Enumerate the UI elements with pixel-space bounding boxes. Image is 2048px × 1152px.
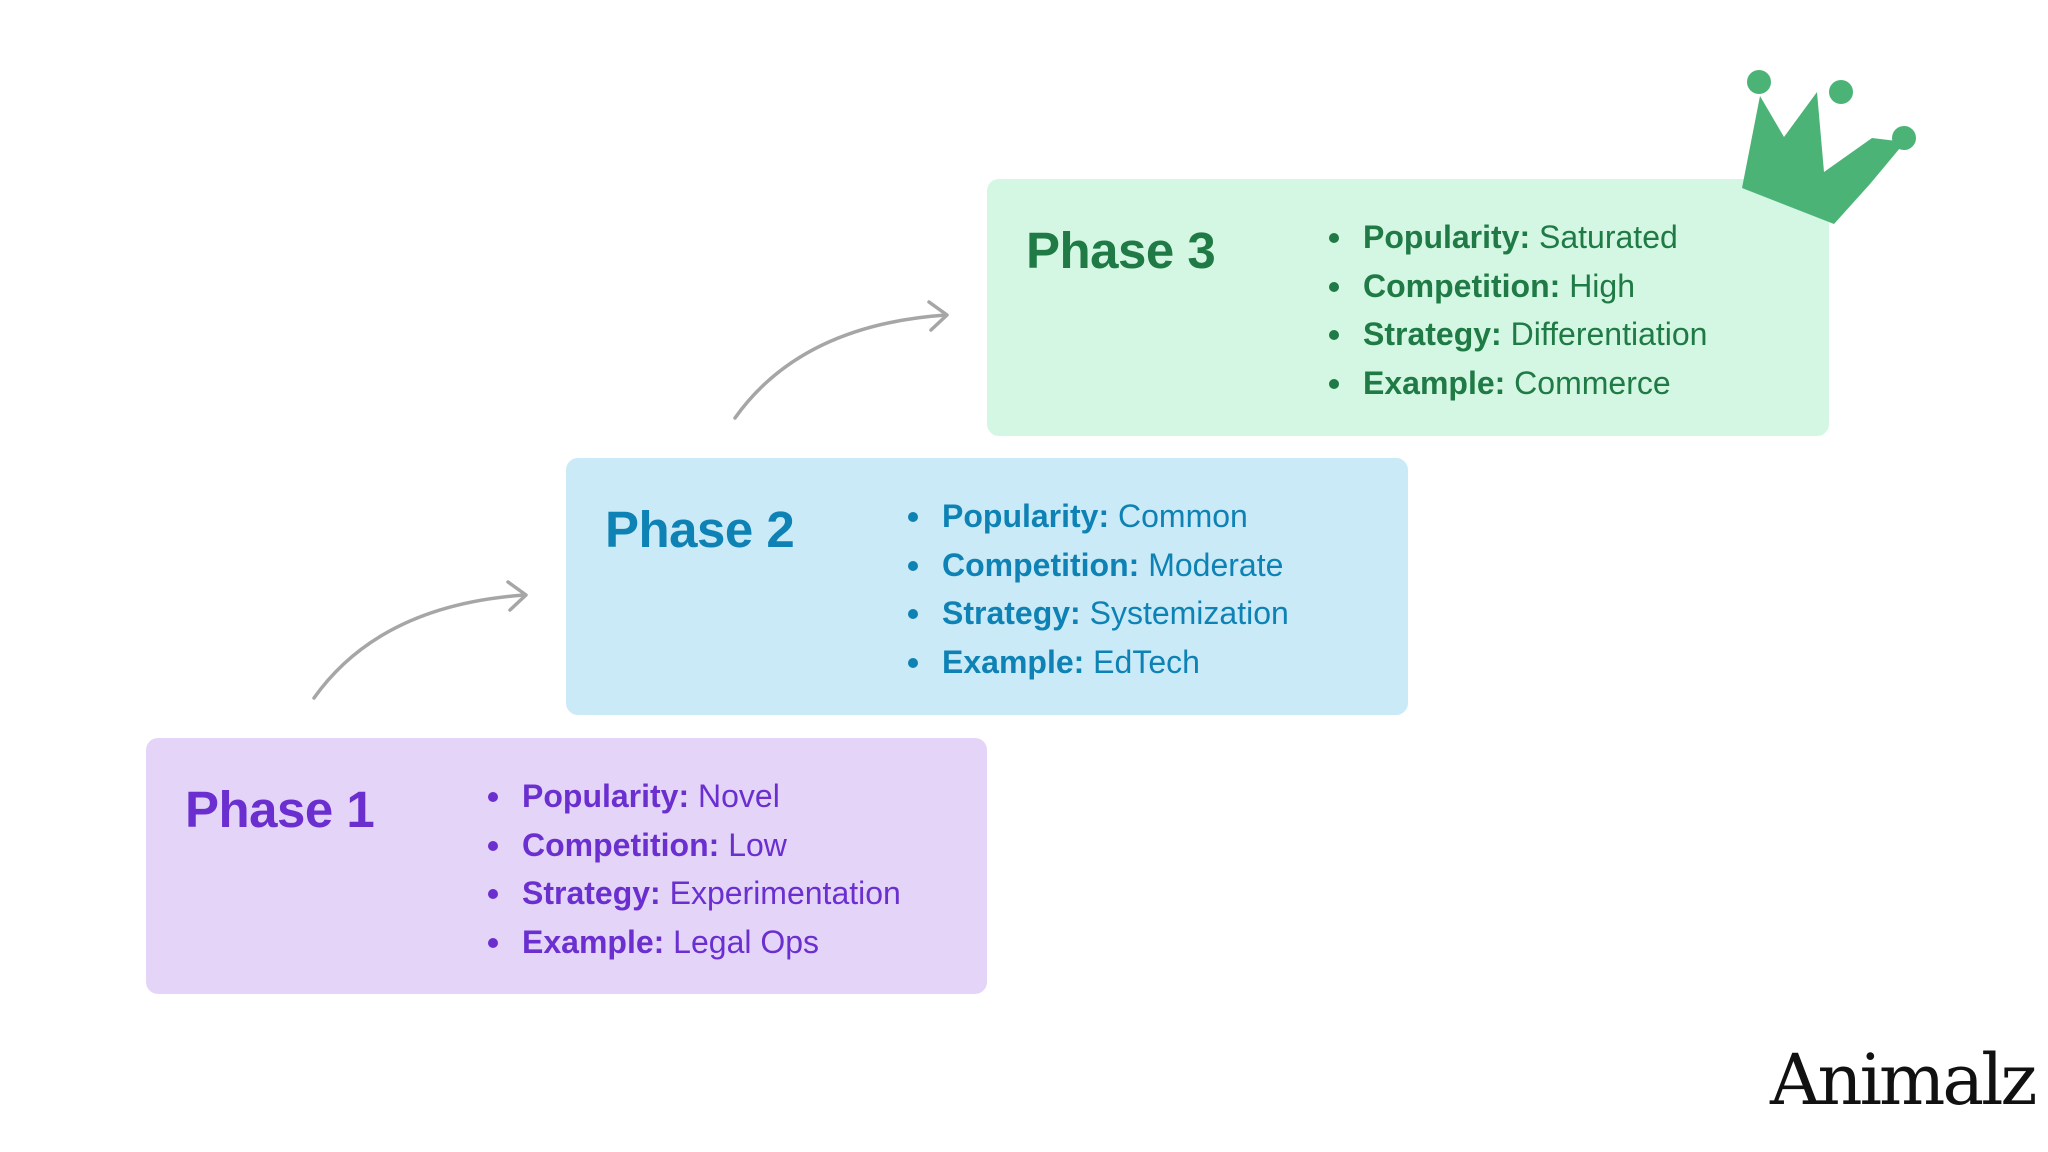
phase-1-strategy: Strategy: Experimentation <box>488 869 901 918</box>
item-key: Strategy: <box>522 875 661 911</box>
phase-3-title: Phase 3 <box>1026 222 1216 279</box>
item-value: Legal Ops <box>673 923 820 960</box>
phase-2-list: Popularity: Common Competition: Moderate… <box>908 492 1289 686</box>
item-key: Example: <box>942 643 1085 680</box>
phase-3-popularity: Popularity: Saturated <box>1329 213 1707 262</box>
bullet <box>908 512 918 522</box>
bullet <box>1329 378 1339 389</box>
bullet <box>908 560 918 571</box>
item-key: Strategy: <box>1363 316 1502 352</box>
bullet <box>488 840 498 851</box>
item-value: Common <box>1118 498 1248 534</box>
item-value: High <box>1569 267 1635 304</box>
item-key: Example: <box>1363 364 1506 401</box>
phase-2-card: Phase 2 Popularity: Common Competition: … <box>566 458 1408 715</box>
phase-3-strategy: Strategy: Differentiation <box>1329 310 1707 359</box>
bullet <box>488 792 498 802</box>
phase-1-competition: Competition: Low <box>488 821 901 870</box>
item-value: EdTech <box>1093 643 1200 680</box>
phase-1-title: Phase 1 <box>185 781 375 838</box>
bullet <box>1329 233 1339 243</box>
item-value: Novel <box>698 778 780 814</box>
phase-2-example: Example: EdTech <box>908 638 1289 687</box>
item-value: Experimentation <box>669 875 901 911</box>
bullet <box>1329 330 1339 340</box>
phase-1-popularity: Popularity: Novel <box>488 772 901 821</box>
item-key: Competition: <box>1363 267 1561 304</box>
bullet <box>488 889 498 899</box>
item-key: Strategy: <box>942 595 1081 631</box>
brand-logo: Animalz <box>1770 1039 2037 1121</box>
phase-1-example: Example: Legal Ops <box>488 918 901 967</box>
item-key: Competition: <box>942 546 1140 583</box>
bullet <box>908 657 918 668</box>
bullet <box>488 937 498 948</box>
item-key: Popularity: <box>522 778 690 814</box>
bullet <box>908 609 918 619</box>
item-key: Popularity: <box>942 498 1110 534</box>
item-value: Moderate <box>1148 546 1284 583</box>
item-key: Popularity: <box>1363 219 1531 255</box>
curved-arrow-icon <box>733 300 949 420</box>
phase-2-popularity: Popularity: Common <box>908 492 1289 541</box>
item-value: Saturated <box>1539 219 1678 255</box>
item-key: Example: <box>522 923 665 960</box>
phase-2-title: Phase 2 <box>605 501 795 558</box>
phase-1-card: Phase 1 Popularity: Novel Competition: L… <box>146 738 987 994</box>
phase-3-example: Example: Commerce <box>1329 359 1707 408</box>
bullet <box>1329 281 1339 292</box>
phase-1-list: Popularity: Novel Competition: Low Strat… <box>488 772 901 966</box>
item-value: Systemization <box>1089 595 1289 631</box>
crown-icon <box>1742 70 1916 224</box>
curved-arrow-icon <box>312 580 528 700</box>
phase-2-competition: Competition: Moderate <box>908 541 1289 590</box>
item-key: Competition: <box>522 826 720 863</box>
phase-3-competition: Competition: High <box>1329 262 1707 311</box>
phase-3-list: Popularity: Saturated Competition: High … <box>1329 213 1707 407</box>
phase-2-strategy: Strategy: Systemization <box>908 589 1289 638</box>
item-value: Differentiation <box>1510 316 1708 352</box>
item-value: Commerce <box>1514 364 1671 401</box>
phase-3-card: Phase 3 Popularity: Saturated Competitio… <box>987 179 1829 436</box>
item-value: Low <box>728 826 787 863</box>
